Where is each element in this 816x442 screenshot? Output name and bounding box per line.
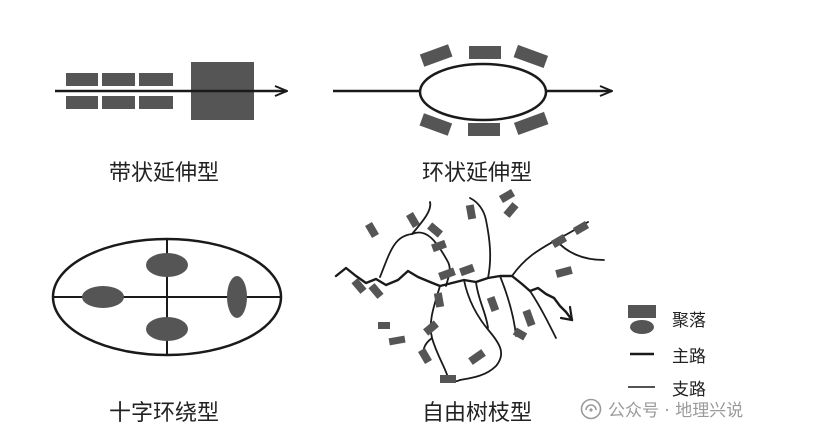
caption-free-branching: 自由树枝型: [422, 401, 533, 426]
settlement-block: [66, 96, 98, 109]
settlement-cluster: [82, 286, 124, 308]
settlement-block: [139, 96, 173, 109]
legend-main-road-label: 主路: [672, 347, 706, 367]
settlement-block: [102, 73, 135, 86]
settlement-block: [406, 211, 420, 229]
branch-road: [459, 279, 503, 381]
main-road-arrowhead: [559, 305, 574, 322]
settlement-block: [419, 113, 453, 136]
branch-road: [379, 231, 451, 287]
legend-settlement-rect: [628, 305, 656, 318]
settlement-block: [102, 96, 135, 109]
tree-settlements: [351, 189, 590, 383]
legend-symbols: [628, 305, 656, 388]
main-road: [334, 266, 574, 322]
settlement-block: [423, 320, 439, 336]
settlement-block: [365, 221, 379, 239]
settlement-block: [465, 204, 477, 220]
settlement-block: [550, 234, 568, 248]
branch-road: [499, 275, 517, 337]
ring-road: [418, 62, 548, 122]
settlement-cluster: [146, 253, 188, 277]
settlement-block: [66, 73, 98, 86]
wechat-official-account-icon: [580, 398, 602, 419]
settlement-block: [427, 222, 443, 238]
ring-extension-figure: [333, 44, 612, 136]
caption-cross-ring: 十字环绕型: [109, 401, 220, 426]
settlement-block: [503, 202, 519, 218]
free-branching-figure: [334, 197, 605, 383]
settlement-block: [512, 327, 528, 341]
settlement-block: [431, 239, 447, 253]
strip-extension-figure: [55, 62, 287, 120]
settlement-block: [513, 44, 549, 69]
settlement-block: [351, 278, 367, 294]
settlement-block: [555, 266, 573, 278]
settlement-block: [139, 73, 173, 86]
settlement-cluster: [227, 276, 247, 318]
settlement-block: [468, 123, 500, 136]
settlement-block: [368, 283, 384, 299]
settlement-block: [433, 292, 445, 308]
settlement-block: [522, 309, 536, 327]
settlement-block: [469, 46, 501, 59]
legend-settlement-ellipse: [630, 320, 654, 334]
settlement-block: [388, 335, 406, 346]
settlement-block: [440, 375, 456, 383]
legend-settlement-label: 聚落: [672, 311, 706, 331]
settlement-block: [419, 44, 453, 67]
branch-road: [475, 281, 489, 329]
watermark: 公众号 · 地理兴说: [580, 396, 743, 421]
settlement-block: [513, 111, 549, 136]
settlement-block: [572, 221, 590, 235]
settlement-block: [486, 296, 500, 312]
settlement-block: [498, 189, 516, 203]
branch-road: [469, 197, 492, 279]
caption-strip-extension: 带状延伸型: [109, 161, 220, 186]
legend-branch-road-label: 支路: [672, 380, 706, 400]
watermark-text: 公众号 · 地理兴说: [608, 401, 744, 421]
settlement-block: [438, 267, 456, 281]
settlement-block: [418, 347, 432, 365]
settlement-block: [459, 263, 475, 277]
cross-ring-figure: [51, 237, 283, 357]
caption-ring-extension: 环状延伸型: [422, 161, 533, 186]
branch-road: [529, 290, 557, 339]
settlement-cluster: [146, 317, 188, 341]
settlement-block: [378, 322, 390, 329]
settlement-block: [468, 349, 486, 365]
branch-road: [411, 201, 432, 235]
